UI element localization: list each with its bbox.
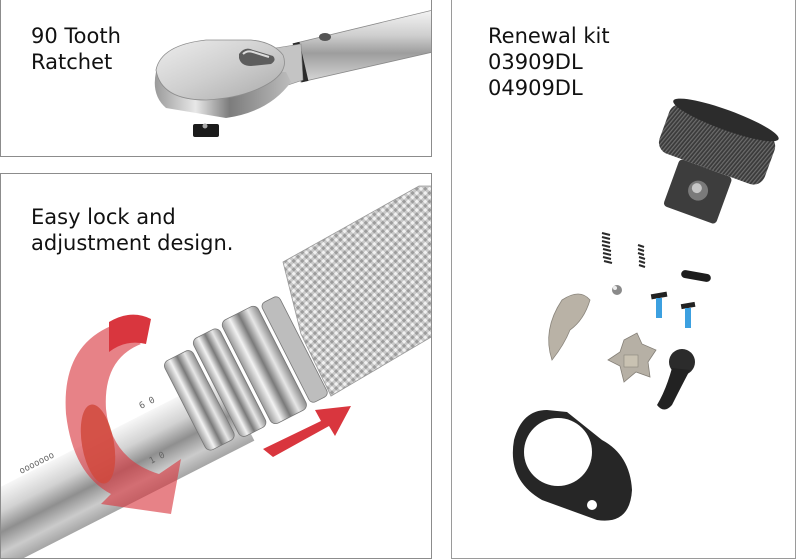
square-drive-knob	[658, 98, 779, 224]
ratchet-panel: 90 Tooth Ratchet	[0, 0, 432, 157]
part-number: 04909DL	[488, 76, 583, 100]
ratchet-head-image	[154, 10, 431, 137]
repair-parts-image	[512, 98, 779, 521]
renewal-kit-panel: Renewal kit 03909DL 04909DL	[451, 0, 796, 559]
caption-line: adjustment design.	[31, 231, 234, 255]
caption-line: Easy lock and	[31, 205, 176, 229]
part-number: 03909DL	[488, 50, 583, 74]
lock-caption: Easy lock and adjustment design.	[31, 204, 233, 256]
caption-line: 90 Tooth	[31, 24, 121, 48]
caption-line: Ratchet	[31, 50, 113, 74]
kit-caption: Renewal kit 03909DL 04909DL	[488, 23, 610, 101]
torque-wrench-handle-image: 6 0 1 0 ooooooo	[1, 185, 431, 558]
caption-line: Renewal kit	[488, 24, 610, 48]
lock-adjust-panel: 6 0 1 0 ooooooo Easy lock and adjustment…	[0, 173, 432, 559]
ratchet-caption: 90 Tooth Ratchet	[31, 23, 121, 75]
